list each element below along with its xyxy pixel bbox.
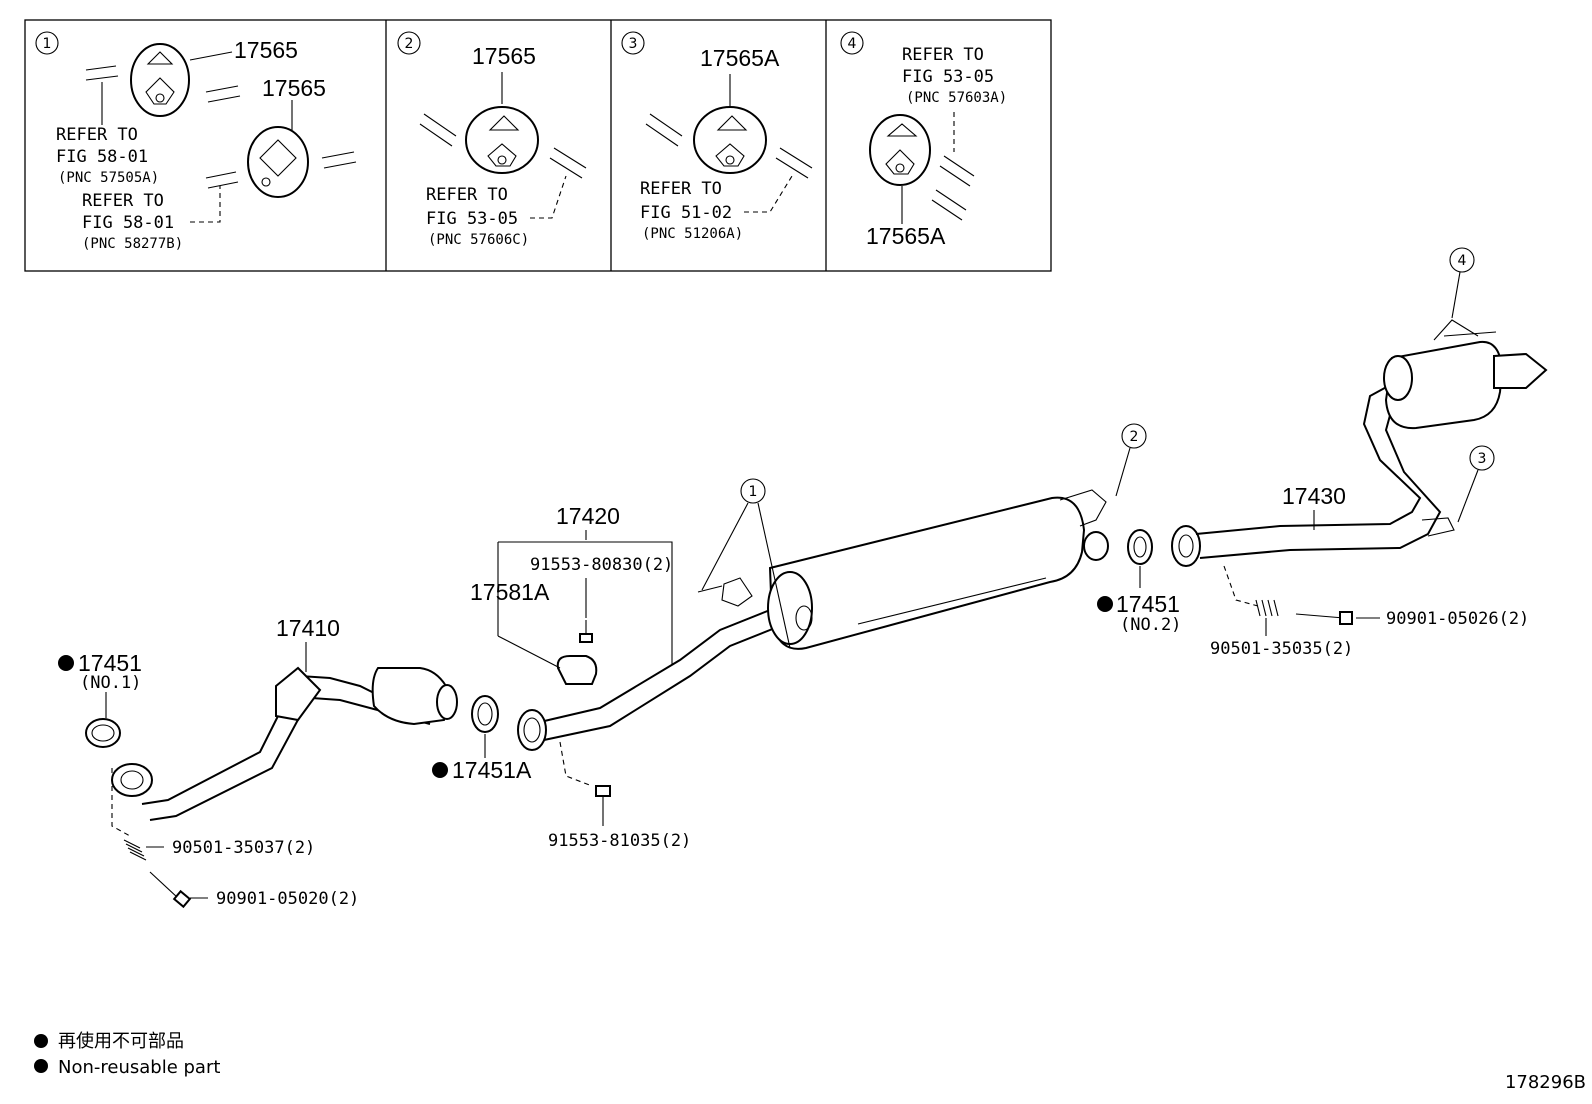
gasket-17451a (471, 695, 499, 733)
part-90501-35037: 90501-35037(2) (172, 838, 315, 858)
panel-1-ref-a-line2: FIG 58-01 (56, 147, 148, 167)
panel-4-ref-line1: REFER TO (902, 45, 984, 65)
center-exhaust-pipe (517, 489, 1109, 751)
hanger-icon (465, 106, 539, 174)
gasket-17451-no1 (85, 718, 121, 748)
part-90901-05026: 90901-05026(2) (1386, 609, 1529, 629)
panel-2-ref-line1: REFER TO (426, 185, 508, 205)
non-reusable-marker (34, 1059, 48, 1073)
panel-2-index: 2 (405, 36, 414, 52)
panel-1: 1 17565 17565 REFER TO FIG 58-0 (35, 31, 357, 252)
gasket-17451-no2 (1127, 529, 1153, 565)
panel-4-ref-pnc: (PNC 57603A) (906, 90, 1007, 106)
part-17581a: 17581A (470, 579, 550, 605)
panel-1-ref-b-line1: REFER TO (82, 191, 164, 211)
bolt-icon (149, 871, 192, 909)
panel-2-part: 17565 (472, 43, 536, 69)
part-90901-05020: 90901-05020(2) (216, 889, 359, 909)
hanger-icon (247, 126, 309, 198)
panel-1-ref-b-pnc: (PNC 58277B) (82, 236, 183, 252)
callout-2: 2 (1115, 423, 1147, 497)
detail-panels: 1 17565 17565 REFER TO FIG 58-0 (24, 19, 1052, 272)
panel-1-index: 1 (43, 36, 52, 52)
panel-3-index: 3 (629, 36, 638, 52)
non-reusable-marker (58, 655, 74, 671)
panel-3-ref-pnc: (PNC 51206A) (642, 226, 743, 242)
panel-1-ref-b-line2: FIG 58-01 (82, 213, 174, 233)
panel-1-ref-a-line1: REFER TO (56, 125, 138, 145)
part-91553-80830: 91553-80830(2) (530, 555, 673, 575)
legend-line-1: 再使用不可部品 (58, 1031, 184, 1052)
panel-4-part: 17565A (866, 223, 946, 249)
panel-3-part: 17565A (700, 45, 780, 71)
tail-exhaust-pipe (1171, 319, 1548, 567)
callout-4: 4 (1449, 247, 1475, 319)
non-reusable-marker (34, 1034, 48, 1048)
non-reusable-marker (1097, 596, 1113, 612)
diagram-id: 178296B (1505, 1072, 1586, 1093)
part-17451a: 17451A (452, 757, 532, 783)
spring-icon (123, 839, 147, 861)
part-17420: 17420 (556, 503, 620, 529)
panel-3-ref-line2: FIG 51-02 (640, 203, 732, 223)
non-reusable-marker (432, 762, 448, 778)
legend: 再使用不可部品 Non-reusable part (34, 1031, 220, 1078)
part-90501-35035: 90501-35035(2) (1210, 639, 1353, 659)
panel-2: 2 17565 REFER TO FIG 53-05 (PNC 57606C) (397, 31, 587, 248)
panel-4-ref-line2: FIG 53-05 (902, 67, 994, 87)
panel-2-ref-line2: FIG 53-05 (426, 209, 518, 229)
panel-1-part-a: 17565 (234, 37, 298, 63)
callout-1: 1 (701, 478, 791, 649)
callout-1-label: 1 (749, 484, 758, 500)
panel-3: 3 17565A REFER TO FIG 51-02 (PNC 51206A) (621, 31, 813, 242)
panel-4: 4 REFER TO FIG 53-05 (PNC 57603A) 17565A (840, 31, 1007, 249)
part-91553-81035: 91553-81035(2) (548, 831, 691, 851)
hanger-icon (693, 106, 767, 174)
part-17451-no2-sub: (NO.2) (1120, 615, 1181, 635)
part-17410: 17410 (276, 615, 340, 641)
legend-line-2: Non-reusable part (58, 1057, 220, 1078)
bolt-icon (1295, 611, 1353, 625)
front-exhaust-pipe (111, 666, 458, 821)
part-17430: 17430 (1282, 483, 1346, 509)
bolt-icon (595, 785, 611, 808)
spring-icon (1255, 599, 1279, 617)
panel-1-part-b: 17565 (262, 75, 326, 101)
callout-3-label: 3 (1478, 451, 1487, 467)
bolt-icon (579, 620, 593, 643)
part-17451-no2: 17451 (1116, 591, 1180, 617)
panel-1-ref-a-pnc: (PNC 57505A) (58, 170, 159, 186)
callout-4-label: 4 (1458, 253, 1467, 269)
panel-4-index: 4 (848, 36, 857, 52)
hanger-icon (130, 43, 190, 117)
hanger-icon (869, 114, 931, 186)
part-17451-no1-sub: (NO.1) (80, 673, 141, 693)
panel-3-ref-line1: REFER TO (640, 179, 722, 199)
panel-2-ref-pnc: (PNC 57606C) (428, 232, 529, 248)
callout-2-label: 2 (1130, 429, 1139, 445)
insulator-17581a (556, 655, 598, 685)
part-17451-no1: 17451 (78, 650, 142, 676)
callout-3: 3 (1457, 445, 1495, 523)
